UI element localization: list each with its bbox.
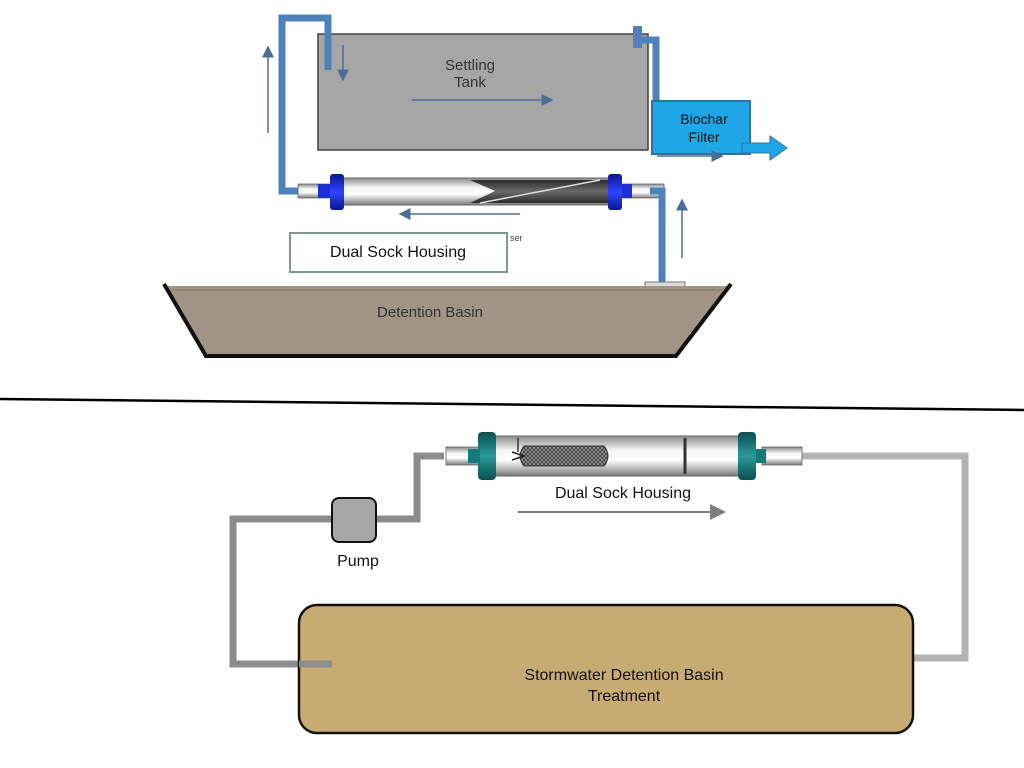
stormwater-basin-label-line1: Stormwater Detention Basin: [524, 667, 724, 684]
section-divider: [0, 397, 1024, 412]
stormwater-basin: [297, 603, 915, 735]
filter-feed-pipe: [640, 36, 660, 108]
return-pipe-bottom: [802, 452, 969, 662]
pump-label: Pump: [337, 553, 379, 570]
pump: [331, 497, 377, 543]
detention-basin-outline: [162, 282, 733, 358]
stormwater-basin-label-line2: Treatment: [587, 688, 661, 705]
settling-tank-label: Settling Tank: [420, 57, 520, 91]
pump-discharge-pipe: [376, 452, 444, 523]
filter-outflow-arrow: [741, 135, 788, 161]
biochar-filter-label-line2: Filter: [688, 129, 720, 145]
settling-tank-label-line2: Tank: [454, 74, 486, 91]
settling-tank-label-line1: Settling: [444, 57, 496, 74]
suction-pipe: [229, 515, 334, 668]
tank-outlet-fitting: [633, 26, 642, 48]
biochar-filter: [651, 100, 751, 155]
partial-label: ser: [510, 233, 523, 243]
biochar-filter-label: Biochar Filter: [654, 110, 754, 146]
detention-basin-label: Detention Basin: [377, 304, 483, 321]
return-pipe: [278, 14, 332, 195]
dual-sock-housing-label-bottom: Dual Sock Housing: [554, 485, 692, 502]
dual-sock-housing-label-top: Dual Sock Housing: [329, 244, 467, 261]
biochar-filter-label-line1: Biochar: [680, 111, 728, 127]
dual-sock-housing-top: [297, 174, 665, 210]
detention-basin-top: [166, 286, 730, 356]
intake-riser-pipe: [650, 187, 666, 284]
dual-sock-label-box-top: [289, 232, 508, 273]
settling-tank: [317, 33, 649, 151]
stormwater-basin-label: Stormwater Detention Basin Treatment: [470, 665, 778, 707]
dual-sock-housing-bottom: [445, 432, 803, 480]
